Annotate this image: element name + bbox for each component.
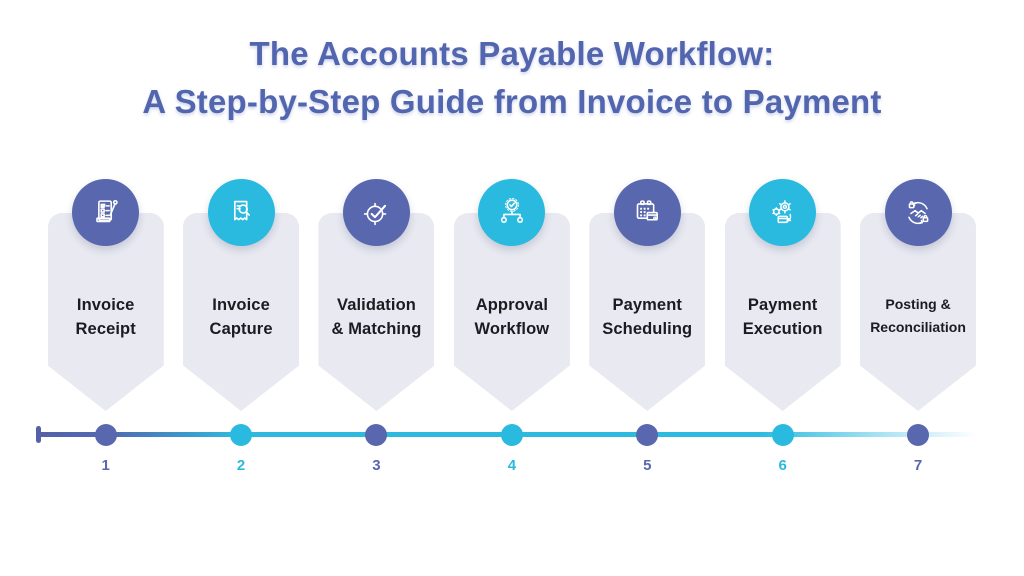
workflow-step-7: Posting & Reconciliation [850,179,985,411]
timeline-dot-2 [230,423,253,446]
step-4-label: Approval Workflow [474,296,550,338]
timeline-dot-7 [907,423,930,446]
workflow-step-4: Approval Workflow [444,179,579,411]
workflow-step-2: Invoice Capture [173,179,308,411]
step-1-label: Invoice Receipt [75,296,136,338]
workflow-step-3: Validation & Matching [309,179,444,411]
timeline-dot-4 [500,423,523,446]
payment-execution-icon [772,199,791,223]
step-3-pennant: Validation & Matching [318,213,435,411]
workflow-step-6: Payment Execution [715,179,850,411]
step-7-label: Posting & Reconciliation [870,296,966,335]
timeline-number-1: 1 [101,456,110,474]
step-1-icon-circle [72,179,140,246]
timeline-number-3: 3 [372,456,381,474]
invoice-receipt-icon [95,199,118,222]
step-4-icon-circle [478,179,546,246]
step-7-pennant: Posting & Reconciliation [860,213,977,411]
timeline-marker-3: 3 [309,423,444,474]
timeline-number-6: 6 [778,456,787,474]
timeline-marker-4: 4 [444,423,579,474]
posting-reconciliation-icon [908,200,929,224]
step-2-icon-circle [207,179,275,246]
step-2-label: Invoice Capture [209,296,273,338]
payment-scheduling-icon [636,199,659,221]
step-2-pennant: Invoice Capture [183,213,300,411]
workflow-timeline: 1 2 3 4 5 6 7 [36,423,986,483]
step-7-icon-circle [884,179,952,246]
timeline-dot-3 [365,423,388,446]
timeline-marker-1: 1 [38,423,173,474]
timeline-markers: 1 2 3 4 5 6 7 [38,423,986,474]
step-5-pennant: Payment Scheduling [589,213,706,411]
step-6-pennant: Payment Execution [724,213,841,411]
title-line-2: A Step-by-Step Guide from Invoice to Pay… [142,83,882,120]
invoice-capture-icon [234,200,251,220]
timeline-number-5: 5 [643,456,652,474]
page-title: The Accounts Payable Workflow: A Step-by… [0,30,1024,126]
step-5-icon-circle [613,179,681,246]
step-6-icon-circle [749,179,817,246]
timeline-dot-5 [636,423,659,446]
timeline-marker-6: 6 [715,423,850,474]
step-6-label: Payment Execution [742,296,823,338]
workflow-step-5: Payment Scheduling [580,179,715,411]
timeline-dot-6 [771,423,794,446]
timeline-number-2: 2 [236,456,246,474]
timeline-start-cap [36,426,41,443]
step-3-label: Validation & Matching [331,296,422,338]
step-5-label: Payment Scheduling [602,296,693,338]
workflow-step-1: Invoice Receipt [38,179,173,411]
timeline-marker-5: 5 [580,423,715,474]
workflow-steps-row: Invoice Receipt Invoice Capture [38,179,986,411]
title-line-1: The Accounts Payable Workflow: [249,35,775,72]
approval-workflow-icon [500,197,524,223]
step-3-icon-circle [342,179,410,246]
step-4-pennant: Approval Workflow [453,213,570,411]
timeline-number-4: 4 [507,456,517,474]
timeline-marker-7: 7 [850,423,985,474]
timeline-dot-1 [94,423,117,446]
validation-matching-icon [364,202,387,225]
timeline-marker-2: 2 [173,423,308,474]
step-1-pennant: Invoice Receipt [47,213,164,411]
timeline-number-7: 7 [913,456,923,474]
